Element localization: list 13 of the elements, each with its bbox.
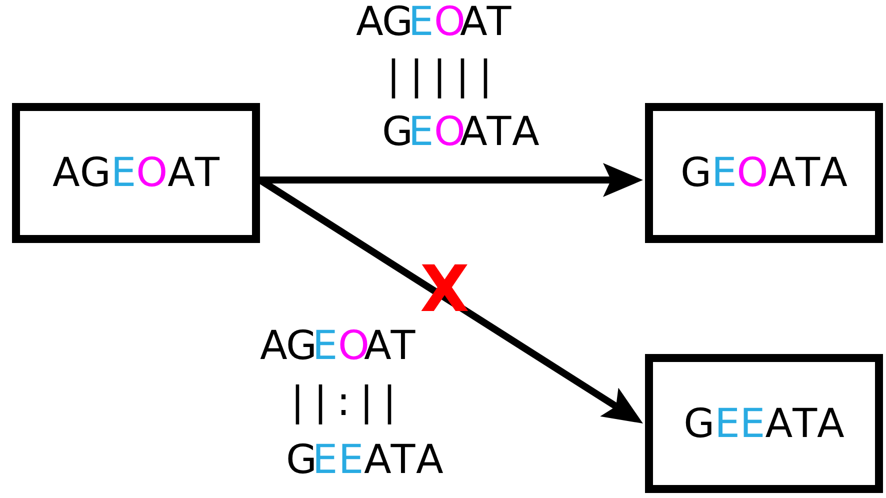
sequence-text: AGEOAT: [356, 2, 512, 42]
sequence-box: [645, 103, 883, 243]
sequence-box: [12, 103, 260, 243]
sequence-text: GEOATA: [382, 112, 538, 152]
sequence-text: GEOATA: [680, 153, 848, 193]
sequence-text: AGEOAT: [260, 326, 416, 366]
sequence-text: GEEATA: [286, 440, 442, 480]
sequence-box: [645, 354, 883, 493]
arrow: [260, 163, 643, 197]
alignment-match-line: ||:||: [290, 382, 398, 422]
alignment-match-line: |||||: [386, 56, 494, 96]
sequence-text: GEEATA: [684, 404, 844, 444]
sequence-text: AGEOAT: [52, 153, 220, 193]
